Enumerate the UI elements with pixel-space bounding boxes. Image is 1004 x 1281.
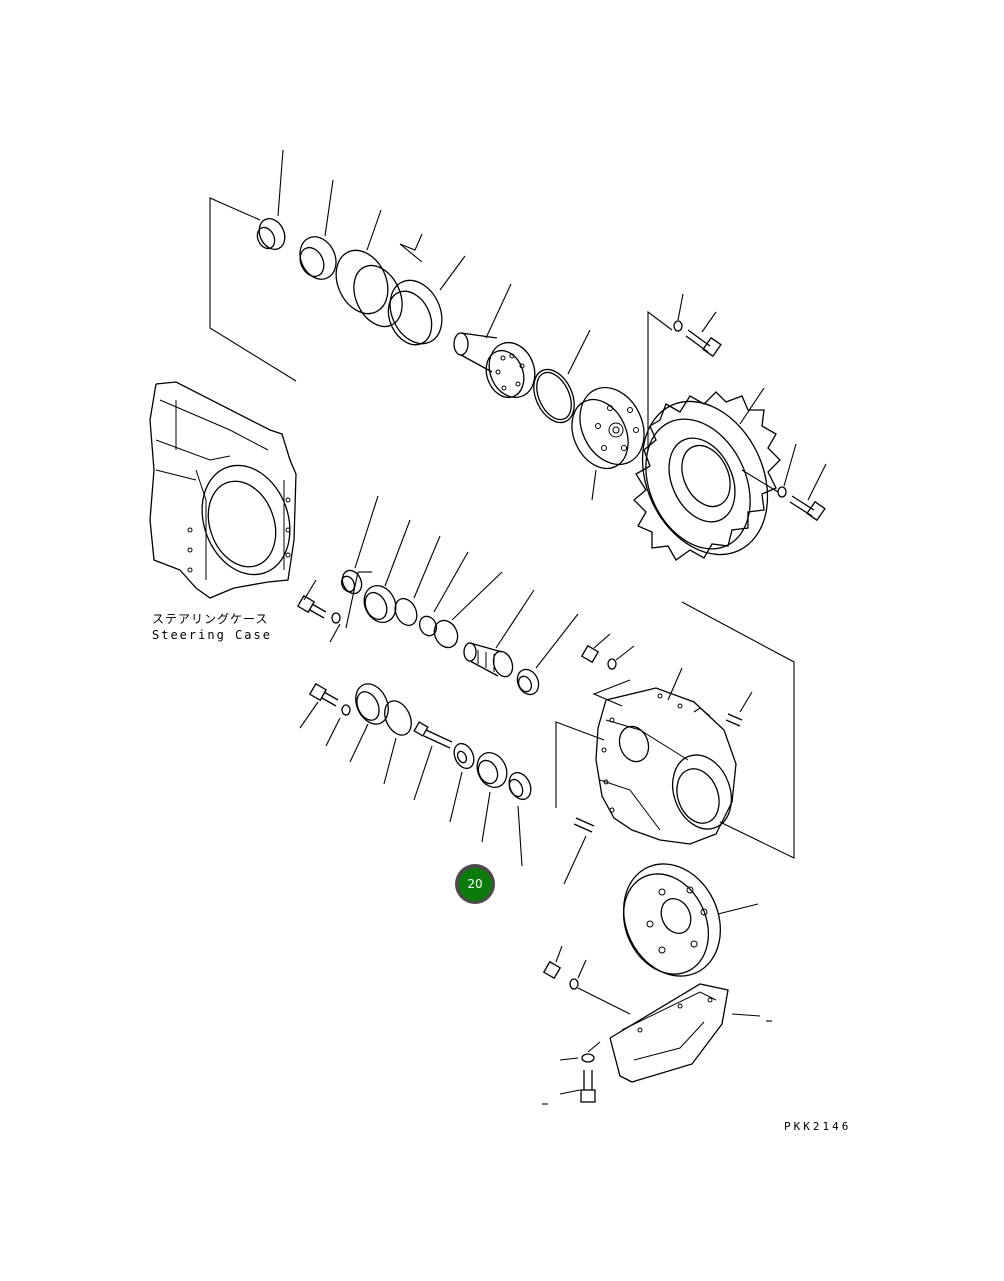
top-group-bracket — [209, 197, 297, 382]
bearing-cup-lower — [508, 771, 532, 867]
thrust-washer — [449, 742, 475, 823]
bearing-retainer-seal — [340, 495, 379, 595]
sprocket-bolt-upper — [647, 293, 722, 450]
drain-plug-and-o-ring — [580, 633, 635, 707]
pinion-shaft — [453, 283, 536, 399]
dowel-pin-upper — [693, 691, 753, 727]
sprocket-hub — [571, 386, 645, 501]
drawing-code: PKK2146 — [784, 1120, 852, 1133]
o-ring-small-middle — [394, 535, 441, 627]
bearing-cup — [256, 149, 286, 251]
tapered-bearing — [299, 179, 337, 280]
cover-assembly-lower — [299, 682, 412, 785]
cover-plug — [542, 945, 631, 1015]
spline-shaft — [463, 589, 535, 678]
bottom-bolt-washer — [542, 1041, 601, 1105]
callout-number: 20 — [458, 867, 492, 901]
bearing-small — [418, 551, 503, 649]
mounting-bolts-left — [296, 571, 372, 643]
bearing-middle — [516, 613, 579, 696]
steering-case-label-japanese: ステアリングケース — [152, 612, 269, 626]
part-callout-20[interactable]: 20 — [455, 864, 495, 904]
steering-case — [149, 381, 297, 599]
final-drive-case — [555, 601, 795, 859]
steering-case-label-english: Steering Case — [152, 628, 272, 642]
bearing-cage — [363, 519, 411, 623]
sprocket — [633, 387, 781, 561]
bearing-lower — [476, 751, 508, 843]
o-ring-large — [533, 329, 591, 424]
long-bolt — [413, 721, 453, 801]
sprocket-bolt-lower — [741, 443, 827, 522]
dowel-pin-lower — [563, 817, 595, 885]
bottom-cover — [609, 983, 772, 1083]
snap-ring-pair — [335, 209, 466, 346]
final-drive-gear — [622, 863, 759, 977]
